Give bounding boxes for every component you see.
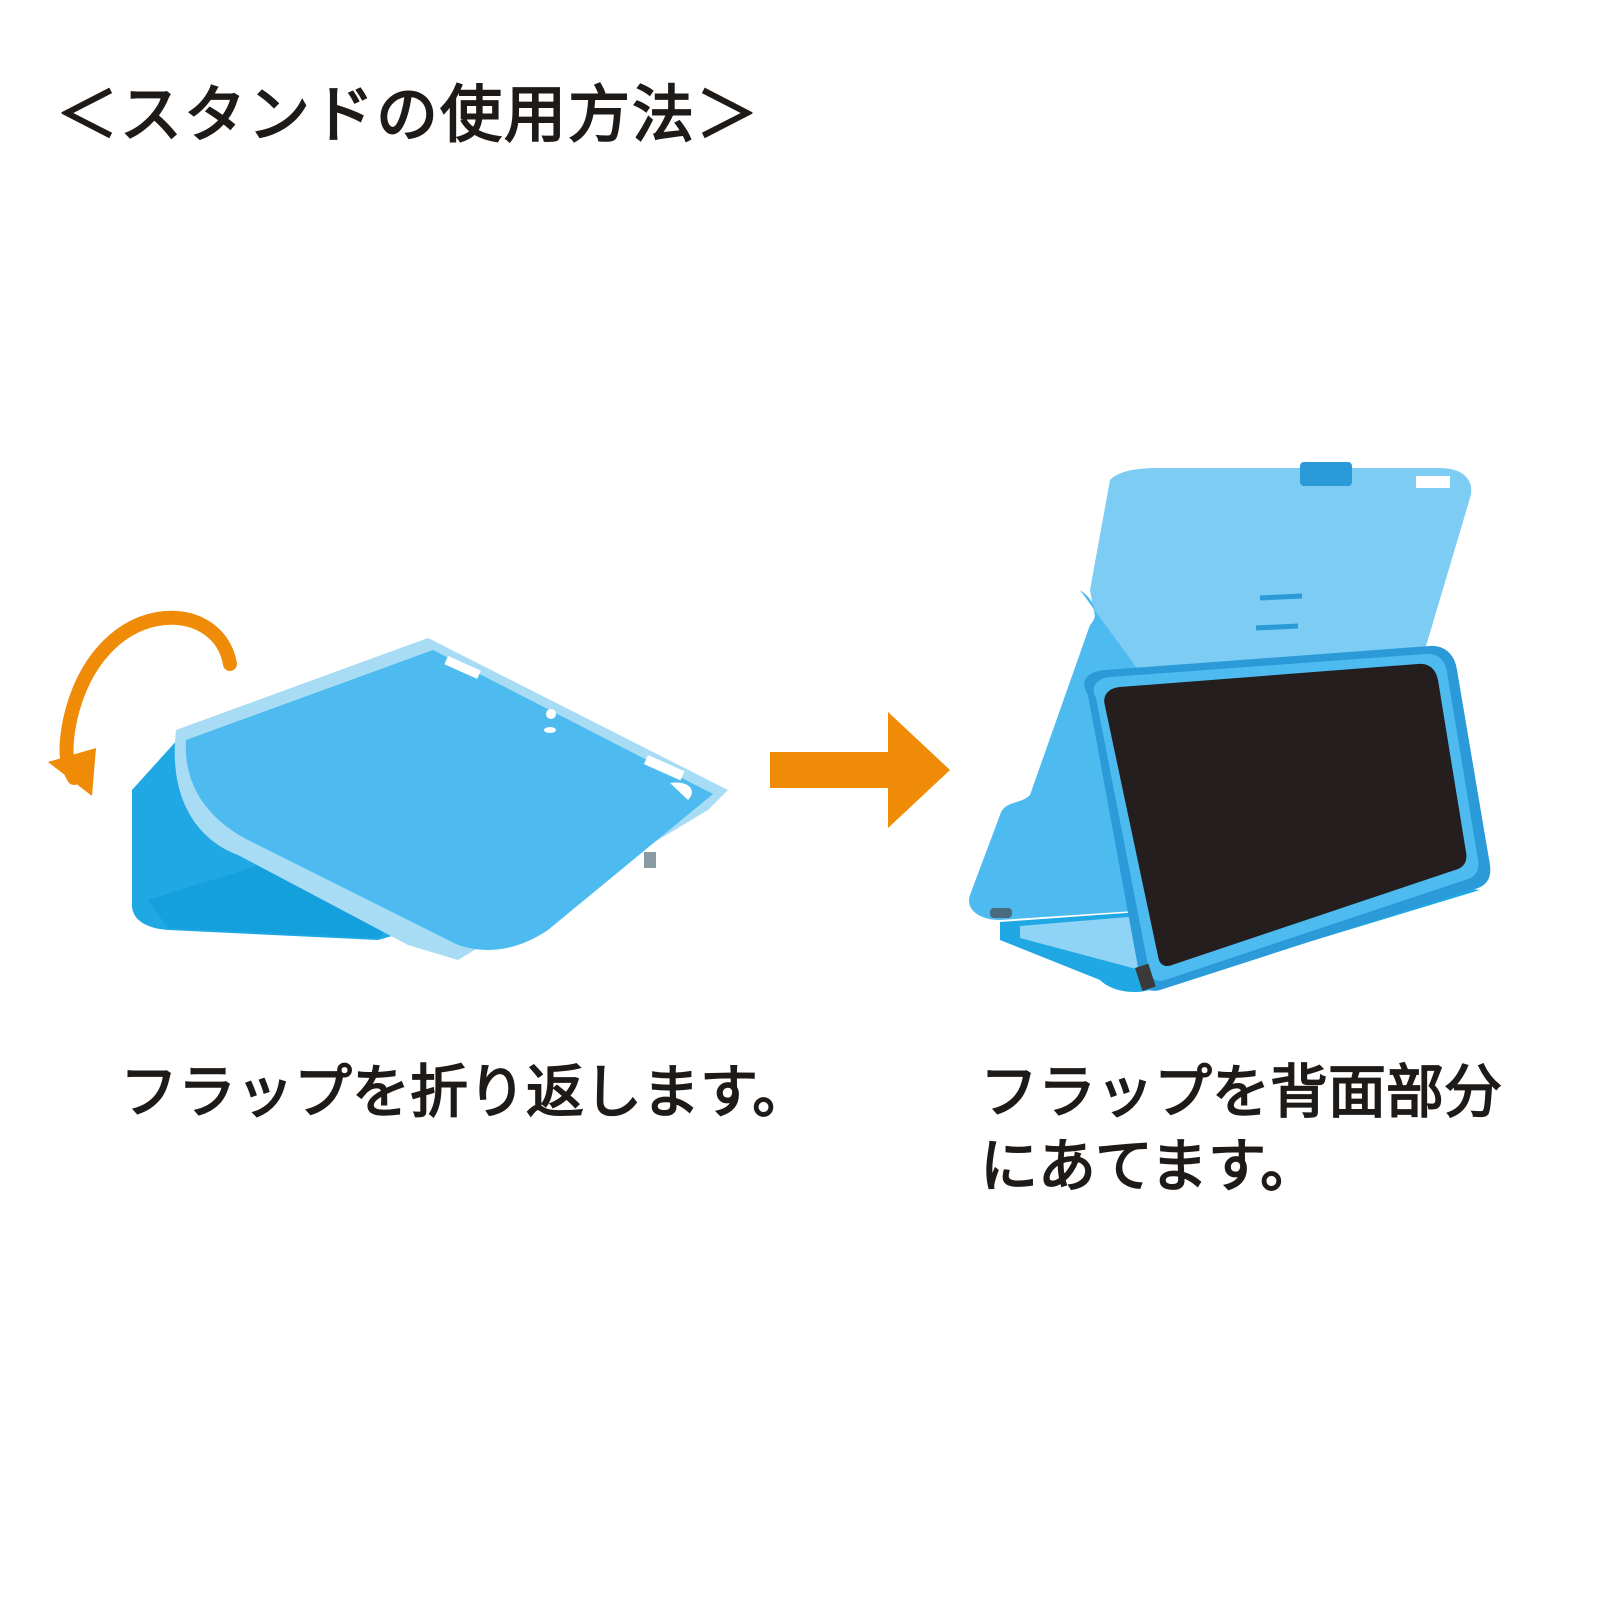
step-2-caption: フラップを背面部分にあてます。 (980, 1058, 1503, 1200)
step-2-illustration (960, 450, 1560, 1020)
standing-case-illustration (969, 462, 1491, 992)
right-arrow-icon (770, 712, 950, 832)
step-1-caption: フラップを折り返します。 (120, 1058, 811, 1126)
folding-case-illustration (48, 610, 728, 960)
curved-rotate-arrow-icon (48, 610, 237, 796)
step-1-illustration (48, 600, 748, 1000)
page-title: ＜スタンドの使用方法＞ (56, 78, 761, 151)
